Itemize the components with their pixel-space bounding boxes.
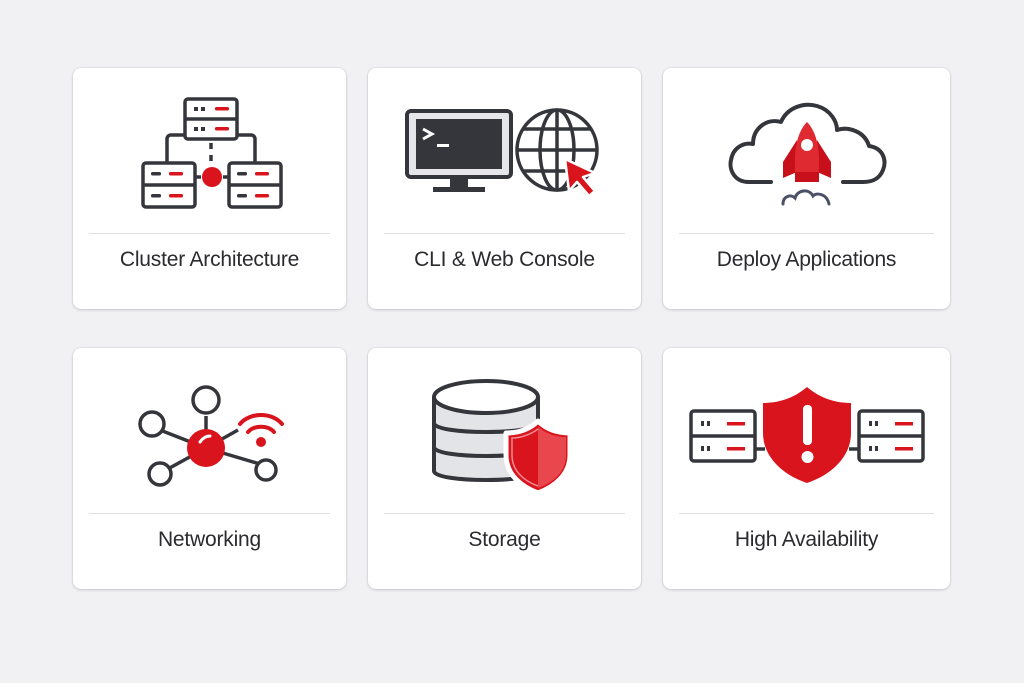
servers-alert-shield-icon bbox=[663, 370, 950, 500]
card-divider bbox=[89, 513, 330, 514]
card-divider bbox=[89, 233, 330, 234]
card-high-availability[interactable]: High Availability bbox=[663, 348, 950, 589]
card-divider bbox=[384, 233, 625, 234]
card-label: Networking bbox=[157, 528, 262, 551]
database-shield-icon bbox=[368, 370, 641, 500]
card-storage[interactable]: Storage bbox=[368, 348, 641, 589]
card-label: Cluster Architecture bbox=[119, 248, 300, 271]
card-label: CLI & Web Console bbox=[414, 248, 595, 271]
terminal-globe-icon bbox=[368, 90, 641, 220]
card-label: High Availability bbox=[734, 528, 879, 551]
card-cli-web-console[interactable]: CLI & Web Console bbox=[368, 68, 641, 309]
card-divider bbox=[384, 513, 625, 514]
card-divider bbox=[679, 513, 934, 514]
cloud-rocket-icon bbox=[663, 90, 950, 220]
card-label: Deploy Applications bbox=[716, 248, 897, 271]
card-deploy-applications[interactable]: Deploy Applications bbox=[663, 68, 950, 309]
network-nodes-wifi-icon bbox=[73, 370, 346, 500]
server-cluster-icon bbox=[73, 90, 346, 220]
card-label: Storage bbox=[468, 528, 541, 551]
card-divider bbox=[679, 233, 934, 234]
card-networking[interactable]: Networking bbox=[73, 348, 346, 589]
card-cluster-architecture[interactable]: Cluster Architecture bbox=[73, 68, 346, 309]
